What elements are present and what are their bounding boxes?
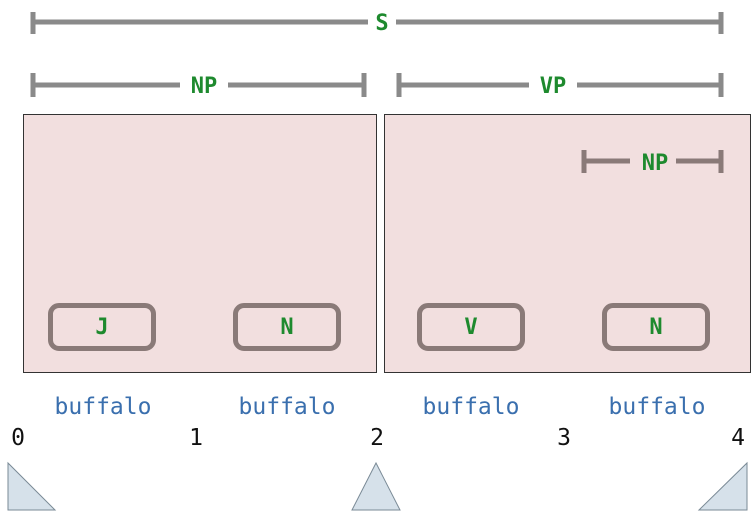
span-np-inner	[581, 150, 724, 173]
span-np-left-label: NP	[191, 74, 218, 99]
span-vp	[396, 73, 724, 97]
span-s-label: S	[375, 11, 388, 36]
span-vp-label: VP	[540, 74, 567, 99]
index-3: 3	[557, 425, 571, 451]
index-0: 0	[11, 425, 25, 451]
index-2: 2	[370, 425, 384, 451]
right-corner-triangle	[697, 461, 748, 511]
word-3: buffalo	[422, 394, 520, 420]
word-2: buffalo	[238, 394, 336, 420]
index-4: 4	[731, 425, 745, 451]
tag-v: V	[417, 303, 525, 351]
tag-j: J	[48, 303, 156, 351]
span-s	[30, 12, 724, 34]
word-1: buffalo	[54, 394, 152, 420]
word-4: buffalo	[608, 394, 706, 420]
index-1: 1	[189, 425, 203, 451]
span-np-inner-label: NP	[642, 151, 669, 176]
left-corner-triangle	[7, 461, 57, 511]
tag-n-1: N	[233, 303, 341, 351]
left-cell	[23, 114, 377, 373]
right-cell	[384, 114, 751, 373]
center-triangle	[351, 461, 401, 511]
tag-n-2: N	[602, 303, 710, 351]
span-np-left	[30, 73, 367, 97]
